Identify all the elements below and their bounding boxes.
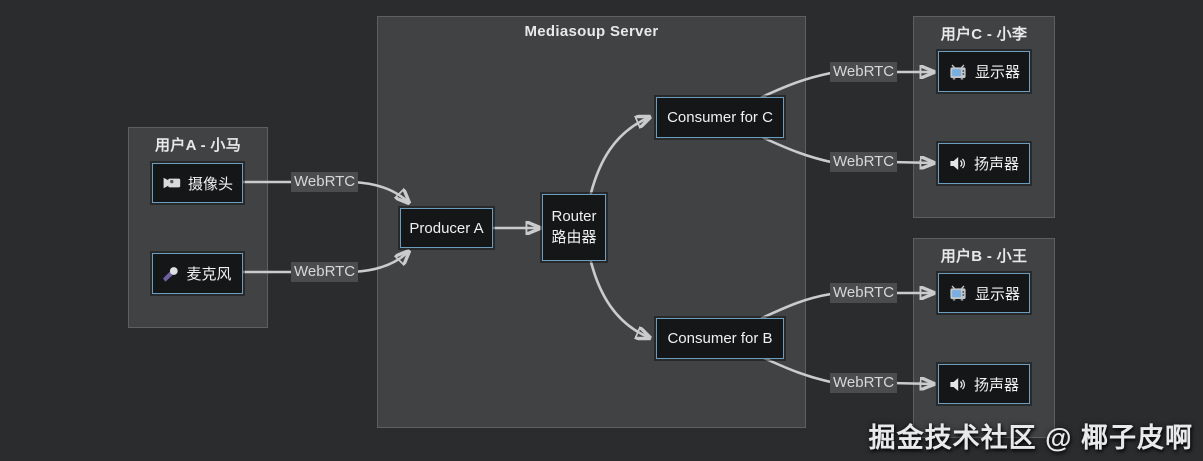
node-producer-a: Producer A — [400, 208, 493, 248]
tv-monitor-icon — [948, 64, 968, 80]
edge-router-to-consumer-c — [589, 117, 650, 195]
tv-monitor-icon — [948, 285, 968, 301]
group-user-c: 用户C - 小李 — [913, 16, 1055, 218]
node-speaker-c: 扬声器 — [938, 143, 1030, 184]
group-mediasoup-server-title: Mediasoup Server — [524, 23, 659, 40]
edge-webrtc-to-speaker-c — [889, 162, 934, 163]
node-camera-label: 摄像头 — [187, 175, 233, 193]
webrtc-label-display-c: WebRTC — [830, 62, 898, 82]
node-router-label-en: Router — [551, 207, 597, 225]
node-speaker-b-label: 扬声器 — [973, 376, 1019, 394]
node-display-c-label: 显示器 — [974, 64, 1020, 81]
node-router: Router 路由器 — [542, 194, 606, 261]
webrtc-label-speaker-c: WebRTC — [830, 152, 898, 172]
video-camera-icon — [162, 176, 181, 190]
webrtc-label-microphone: WebRTC — [291, 262, 359, 282]
group-user-a: 用户A - 小马 — [128, 127, 268, 328]
node-router-label-zh: 路由器 — [551, 229, 597, 246]
webrtc-label-display-b: WebRTC — [830, 283, 898, 303]
node-display-b: 显示器 — [938, 273, 1030, 313]
node-microphone: 麦克风 — [152, 253, 243, 294]
node-display-c: 显示器 — [938, 51, 1030, 92]
edge-router-to-consumer-b — [589, 260, 650, 338]
loudspeaker-icon — [949, 377, 967, 392]
node-consumer-for-c: Consumer for C — [656, 97, 784, 138]
node-consumer-for-c-label: Consumer for C — [667, 109, 773, 126]
edge-consumer-b-to-webrtc-top — [760, 292, 833, 320]
watermark: 掘金技术社区 @ 椰子皮啊 — [868, 423, 1193, 453]
node-microphone-label: 麦克风 — [186, 266, 232, 283]
node-speaker-b: 扬声器 — [938, 364, 1030, 404]
webrtc-label-speaker-b: WebRTC — [830, 373, 898, 393]
group-user-a-title: 用户A - 小马 — [154, 137, 241, 154]
node-camera: 摄像头 — [152, 163, 243, 203]
node-consumer-for-b: Consumer for B — [656, 318, 784, 359]
edge-consumer-b-to-webrtc-bottom — [762, 356, 833, 384]
edge-consumer-c-to-webrtc-top — [760, 71, 833, 99]
group-user-b-title: 用户B - 小王 — [940, 248, 1028, 265]
edge-webrtc-to-speaker-b — [889, 383, 934, 384]
edge-webrtc-to-producer-top — [350, 180, 409, 203]
node-consumer-for-b-label: Consumer for B — [667, 330, 773, 347]
node-display-b-label: 显示器 — [974, 285, 1020, 303]
webrtc-label-camera: WebRTC — [291, 172, 359, 192]
microphone-icon — [163, 266, 179, 282]
loudspeaker-icon — [949, 156, 967, 171]
edge-webrtc-to-producer-bottom — [350, 251, 409, 274]
group-user-c-title: 用户C - 小李 — [940, 26, 1028, 43]
node-producer-a-label: Producer A — [409, 219, 484, 237]
edge-consumer-c-to-webrtc-bottom — [762, 136, 833, 164]
node-speaker-c-label: 扬声器 — [973, 156, 1019, 173]
group-user-b: 用户B - 小王 — [913, 238, 1055, 438]
